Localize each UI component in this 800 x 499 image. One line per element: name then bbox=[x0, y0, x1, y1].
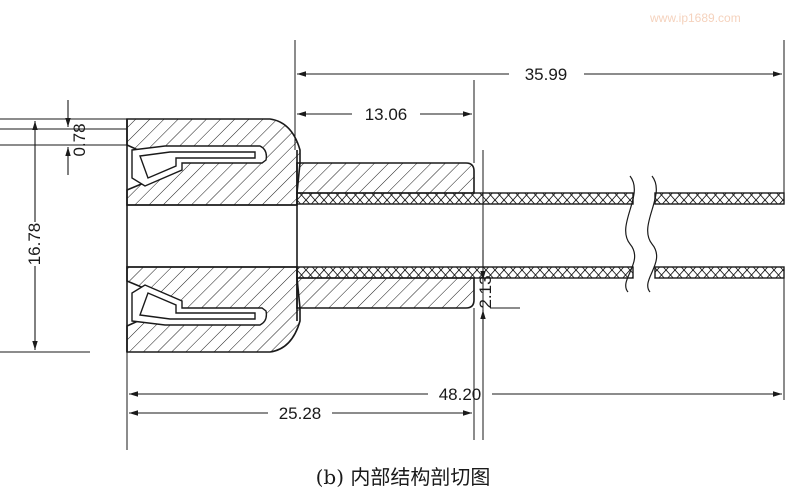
dim-text-25-28: 25.28 bbox=[279, 404, 322, 423]
figure-caption: (b) 内部结构剖切图 bbox=[316, 465, 491, 489]
seal-groove-upper bbox=[131, 145, 268, 187]
dim-text-48-20: 48.20 bbox=[439, 385, 482, 404]
dim-text-2-13: 2.13 bbox=[476, 275, 495, 308]
tube-lower-wall-right bbox=[654, 266, 785, 279]
seal-groove-lower bbox=[131, 284, 268, 326]
dim-text-16-78: 16.78 bbox=[25, 223, 44, 266]
tube-upper-wall-right bbox=[654, 192, 785, 205]
stem-upper bbox=[296, 162, 475, 194]
stem-lower bbox=[296, 277, 475, 309]
extension-lines bbox=[0, 40, 785, 450]
dimension-lines bbox=[32, 71, 782, 416]
dim-text-13-06: 13.06 bbox=[365, 105, 408, 124]
dim-text-0-78: 0.78 bbox=[70, 123, 89, 156]
tube bbox=[296, 192, 785, 279]
watermark: www.ip1689.com bbox=[649, 11, 741, 25]
break-symbol bbox=[625, 175, 658, 293]
tube-lower-wall-left bbox=[296, 266, 634, 279]
dim-text-35-99: 35.99 bbox=[525, 65, 568, 84]
tube-upper-wall-left bbox=[296, 192, 634, 205]
